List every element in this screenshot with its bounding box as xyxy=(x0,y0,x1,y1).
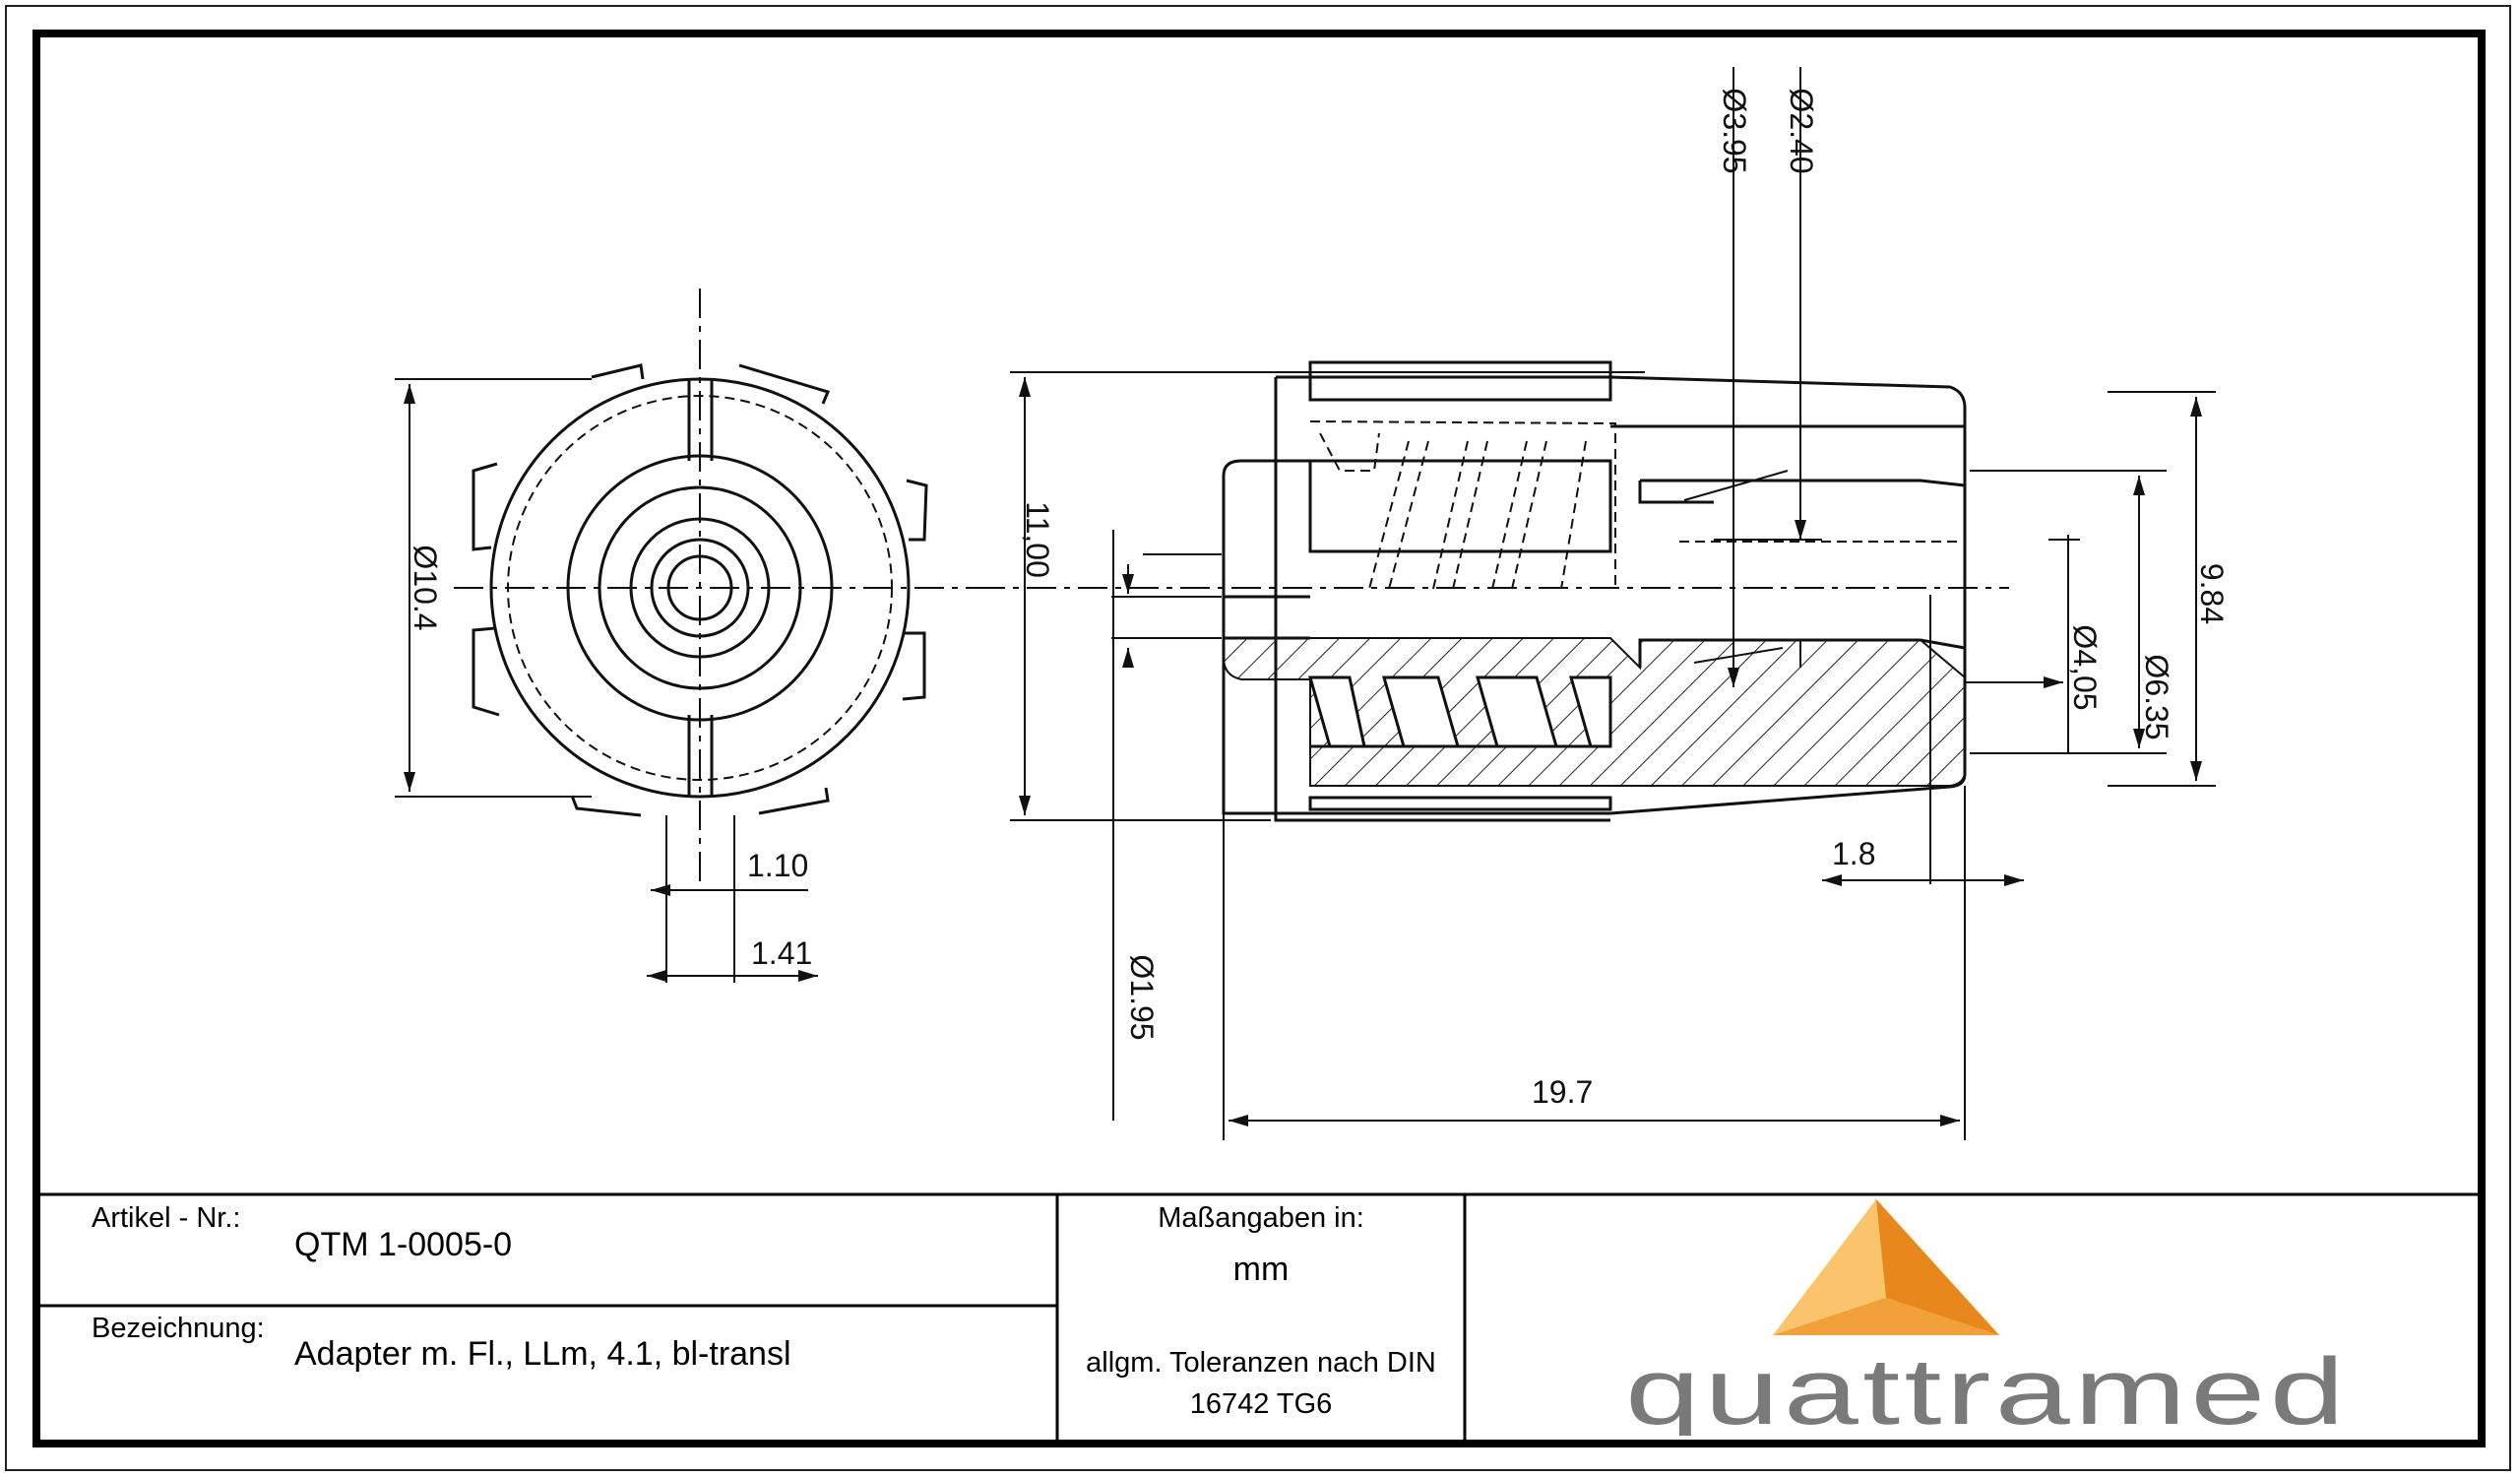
bezeichnung-value: Adapter m. Fl., LLm, 4.1, bl-transl xyxy=(294,1335,791,1373)
sheet-border xyxy=(5,5,2511,1471)
bezeichnung-label: Bezeichnung: xyxy=(92,1313,265,1344)
front-view-dimensions xyxy=(395,378,818,983)
units-label: Maßangaben in: xyxy=(1158,1202,1364,1234)
side-view-dimensions xyxy=(1010,67,2216,1140)
artikel-label: Artikel - Nr.: xyxy=(92,1202,241,1234)
logo-triangle-dark xyxy=(1876,1199,1999,1335)
dim-d-240: Ø2.40 xyxy=(1784,88,1819,173)
dim-d-395: Ø3.95 xyxy=(1717,88,1752,173)
tolerance-line-2: 16742 TG6 xyxy=(1189,1388,1333,1420)
title-block-grid xyxy=(40,1192,2478,1440)
drawing-frame: Ø10.4 1.10 1.41 xyxy=(32,30,2486,1447)
dim-len-197: 19.7 xyxy=(1532,1074,1593,1110)
dim-d-flange: Ø10.4 xyxy=(408,545,443,630)
technical-drawing: Ø10.4 1.10 1.41 xyxy=(40,67,2478,1440)
front-view xyxy=(454,289,995,884)
dim-d-984: 9.84 xyxy=(2194,563,2230,624)
dim-d-195: Ø1.95 xyxy=(1124,954,1160,1040)
quattramed-logo: quattramed xyxy=(1625,1199,2349,1436)
thread-section xyxy=(1308,675,1612,748)
dim-d-405: Ø4,05 xyxy=(2067,624,2103,710)
dim-d-635: Ø6.35 xyxy=(2139,654,2174,739)
logo-triangle-mid xyxy=(1773,1298,1999,1335)
dim-height: 11,00 xyxy=(1020,501,1055,578)
dim-len-18: 1.8 xyxy=(1832,836,1875,871)
thread-hidden-lines xyxy=(1309,420,1960,590)
artikel-value: QTM 1-0005-0 xyxy=(294,1226,513,1263)
units-value: mm xyxy=(1232,1251,1290,1288)
dim-slot-outer: 1.41 xyxy=(751,935,812,971)
tolerance-line-1: allgm. Toleranzen nach DIN xyxy=(1086,1347,1436,1379)
dim-slot-inner: 1.10 xyxy=(747,848,808,883)
logo-text: quattramed xyxy=(1625,1339,2349,1436)
